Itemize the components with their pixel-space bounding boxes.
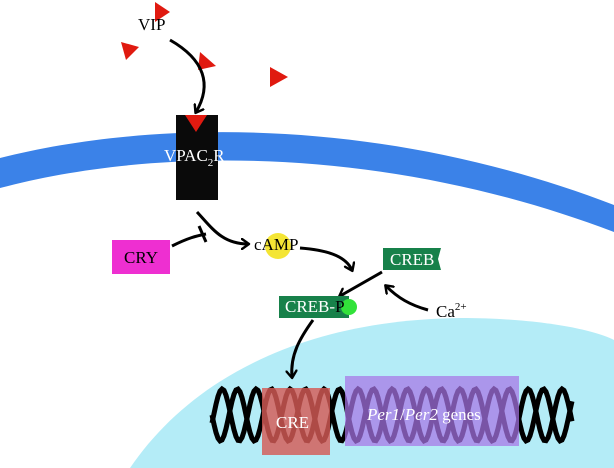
creb-to-crebp-arrow [340, 270, 383, 296]
creb-label: CREB [390, 250, 434, 269]
vpac2r-label: VPAC2R [164, 146, 225, 169]
vip-ligand [270, 67, 288, 87]
vip-ligand [121, 42, 139, 60]
crebp-to-dna-arrow [292, 319, 315, 377]
camp-circle [265, 233, 291, 259]
calcium-label: Ca2+ [436, 301, 467, 321]
vip-ligand [155, 2, 170, 22]
vpac2r-receptor [176, 115, 218, 200]
cell-membrane [0, 132, 614, 232]
vip-ligand [198, 52, 216, 70]
crebp-label: CREB-P [285, 297, 345, 316]
cry-box [112, 240, 170, 274]
camp-label: cAMP [254, 235, 298, 254]
vip-label: VIP [138, 15, 165, 34]
calcium-arrow [386, 286, 429, 312]
cre-box [262, 388, 330, 455]
creb-box [383, 248, 441, 270]
cre-label: CRE [276, 413, 309, 432]
receptor-to-camp-arrow [195, 210, 248, 244]
vip-binding-arrow [169, 38, 206, 112]
per-genes-box [345, 376, 519, 446]
phosphate-circle [341, 299, 357, 315]
camp-to-creb-arrow [299, 246, 352, 270]
cry-inhibition-line [171, 232, 207, 248]
per-genes-label: Per1/Per2 genes [366, 405, 481, 424]
receptor-bound-vip [185, 115, 207, 132]
cry-label: CRY [124, 248, 158, 267]
crebp-box [279, 296, 349, 318]
cry-inhibition-bar [197, 225, 208, 243]
